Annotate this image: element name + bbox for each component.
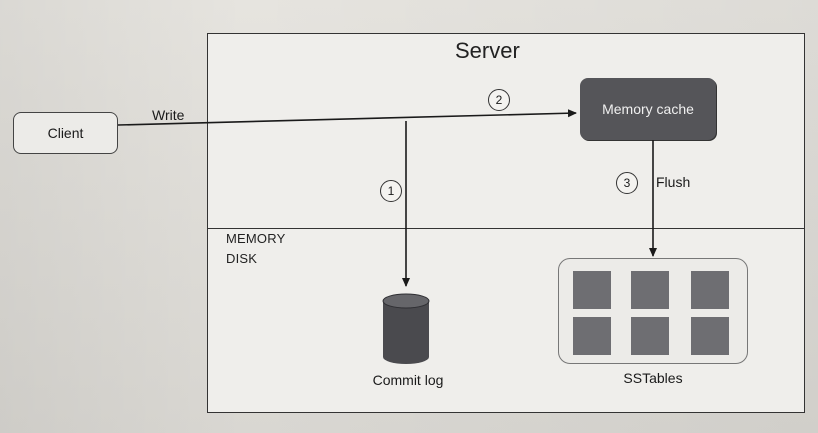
memory-disk-divider bbox=[207, 228, 805, 229]
step-3-badge: 3 bbox=[616, 172, 638, 194]
commit-log-icon bbox=[382, 293, 430, 364]
sstable-block bbox=[691, 317, 729, 355]
write-label: Write bbox=[152, 107, 185, 123]
step-1-badge: 1 bbox=[380, 180, 402, 202]
memory-cache-node: Memory cache bbox=[580, 78, 716, 140]
write-arrow bbox=[117, 109, 577, 126]
sstable-block bbox=[631, 271, 669, 309]
step-2-badge: 2 bbox=[488, 89, 510, 111]
sstable-block bbox=[573, 317, 611, 355]
client-node: Client bbox=[13, 112, 118, 154]
sstables-node bbox=[558, 258, 748, 364]
sstables-label: SSTables bbox=[623, 370, 683, 386]
memory-cache-label: Memory cache bbox=[602, 101, 694, 117]
disk-label: DISK bbox=[226, 251, 258, 266]
flush-label: Flush bbox=[656, 174, 691, 190]
commit-log-label: Commit log bbox=[372, 372, 444, 388]
sstable-block bbox=[573, 271, 611, 309]
server-title: Server bbox=[455, 38, 520, 63]
sstable-block bbox=[691, 271, 729, 309]
sstable-block bbox=[631, 317, 669, 355]
memory-label: MEMORY bbox=[226, 231, 286, 246]
client-label: Client bbox=[47, 125, 84, 141]
